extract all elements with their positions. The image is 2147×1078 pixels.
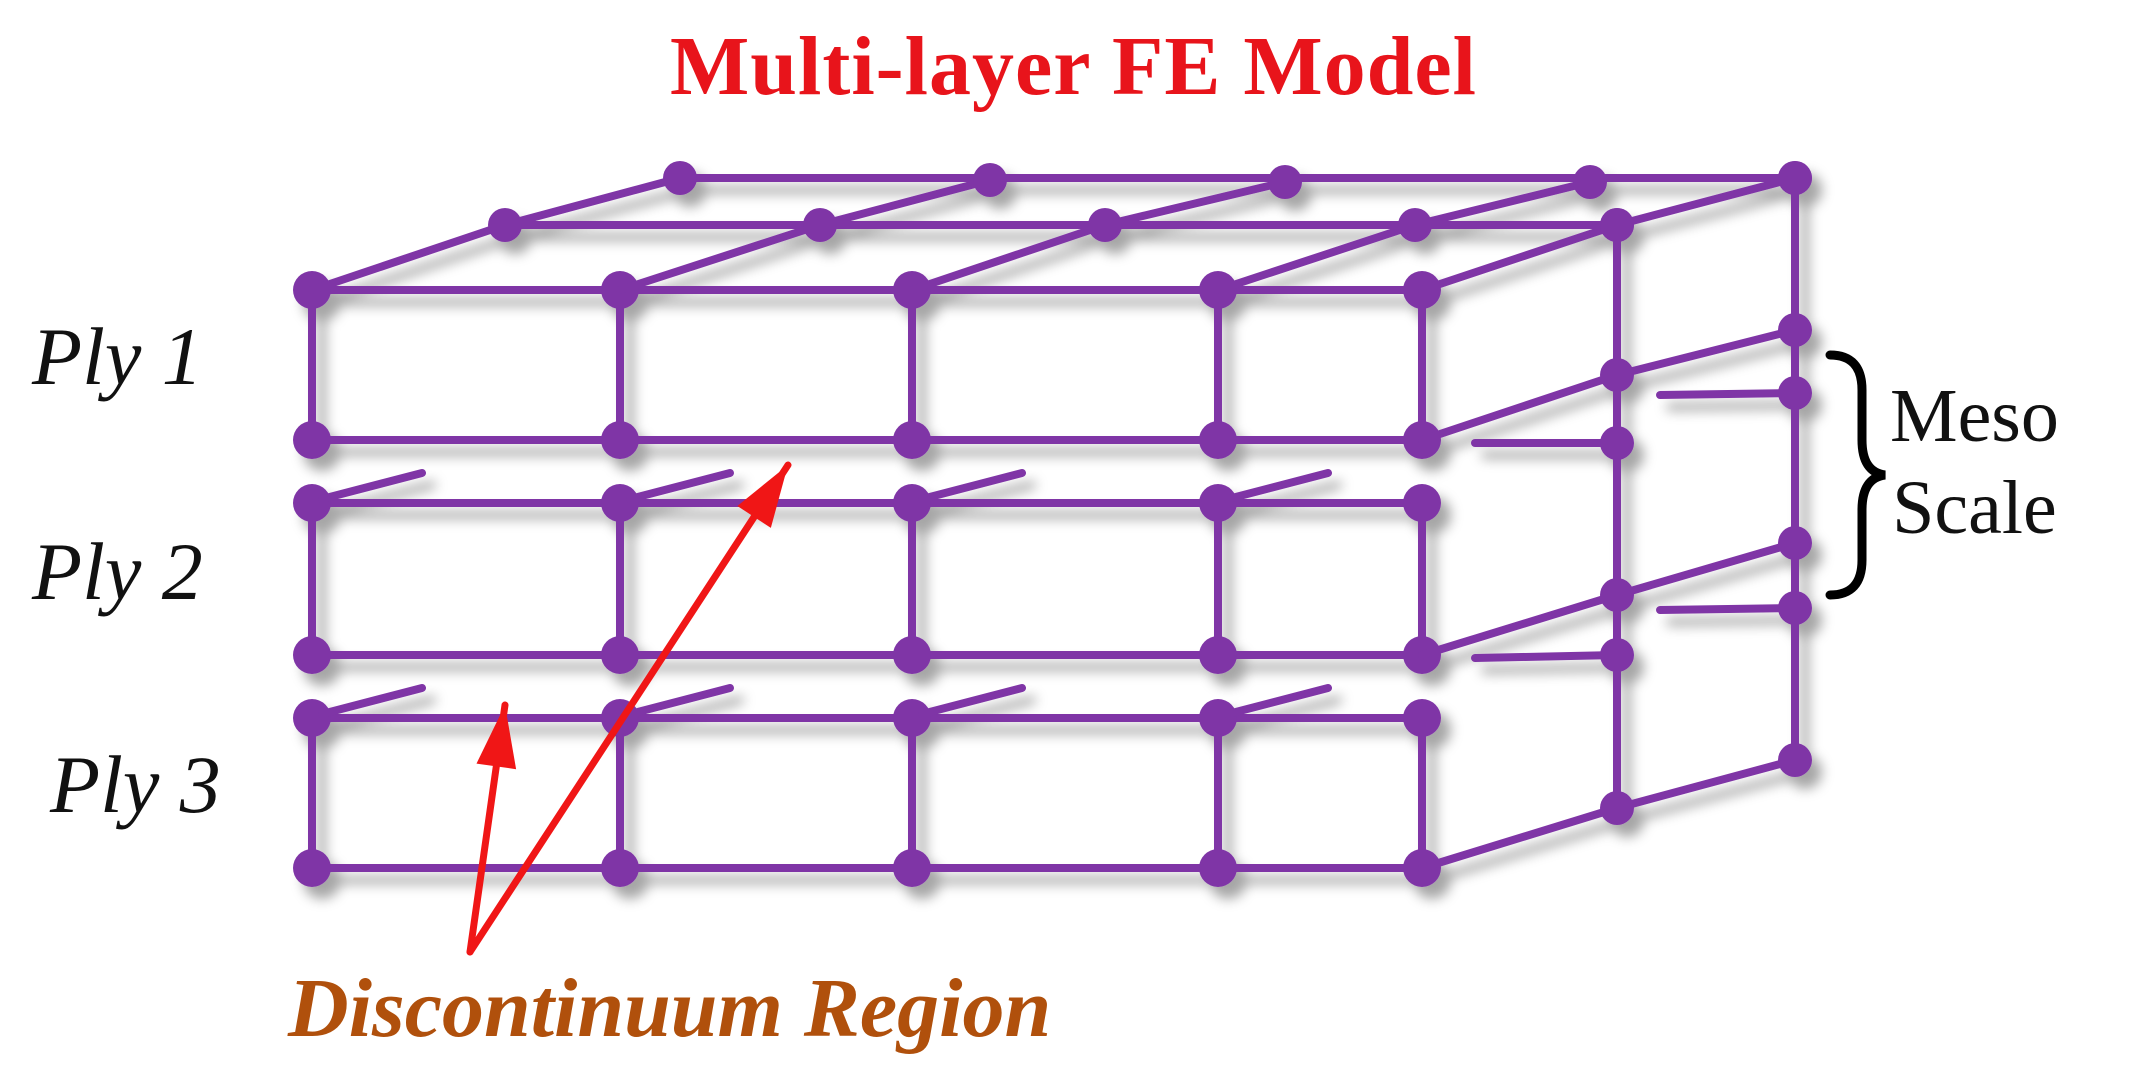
mesh-node: [601, 421, 639, 459]
mesh-node: [601, 849, 639, 887]
interface-stub: [918, 469, 1026, 503]
mesh-node: [1199, 636, 1237, 674]
right-depth-edge: [1613, 539, 1799, 599]
mesh-node: [1268, 165, 1302, 199]
brace-group: [1825, 350, 1886, 600]
mesh-node: [293, 849, 331, 887]
mesh-node: [1600, 638, 1634, 672]
mesh-node: [803, 208, 837, 242]
top-depth-edge: [816, 176, 994, 229]
mesh-node: [893, 421, 931, 459]
meso-label-line1: Meso: [1890, 374, 2059, 458]
ply-1-label: Ply 1: [32, 311, 203, 402]
top-depth-edge: [908, 221, 1109, 294]
top-depth-edge: [501, 174, 684, 229]
mesh-node: [1199, 849, 1237, 887]
mesh-node: [1199, 421, 1237, 459]
top-depth-edge: [1214, 221, 1419, 294]
interface-stub: [318, 469, 426, 503]
ply-2-label: Ply 2: [32, 526, 203, 617]
top-depth-edge: [1613, 174, 1799, 229]
right-depth-edge: [1418, 591, 1621, 659]
mesh-node: [663, 161, 697, 195]
ply-3-label: Ply 3: [50, 739, 221, 830]
mesh-node: [1778, 161, 1812, 195]
mesh-node: [1778, 591, 1812, 625]
right-interface-stub: [1656, 389, 1799, 399]
arrow-group: [466, 461, 792, 956]
mesh-node: [893, 484, 931, 522]
right-interface-stub: [1471, 651, 1621, 662]
mesh-node: [1199, 484, 1237, 522]
mesh-node: [1403, 484, 1441, 522]
mesh-node: [601, 484, 639, 522]
arrow-ply2-head: [737, 465, 788, 528]
mesh-node: [1600, 358, 1634, 392]
mesh-node: [1600, 578, 1634, 612]
diagram-title: Multi-layer FE Model: [670, 20, 1477, 113]
interface-stub: [626, 684, 734, 718]
right-depth-edge: [1613, 756, 1799, 812]
mesh-node: [601, 636, 639, 674]
mesh-node: [1778, 376, 1812, 410]
mesh-node: [1600, 791, 1634, 825]
mesh-node: [893, 636, 931, 674]
mesh-node: [1199, 699, 1237, 737]
mesh-node: [293, 699, 331, 737]
top-depth-edge: [1418, 221, 1621, 294]
mesh-node: [293, 421, 331, 459]
mesh-node: [1600, 208, 1634, 242]
mesh-node: [488, 208, 522, 242]
mesh-group: [293, 161, 1812, 887]
top-depth-edge: [616, 221, 824, 294]
interface-stub: [918, 684, 1026, 718]
top-depth-edge: [308, 221, 509, 294]
meso-scale-label: Meso Scale: [1890, 370, 2059, 554]
mesh-node: [893, 699, 931, 737]
mesh-node: [1088, 208, 1122, 242]
right-depth-edge: [1418, 371, 1621, 444]
meso-scale-brace: [1825, 350, 1886, 600]
interface-stub: [1224, 469, 1332, 503]
mesh-node: [1600, 426, 1634, 460]
interface-stub: [318, 684, 426, 718]
mesh-node: [893, 849, 931, 887]
mesh-node: [1398, 208, 1432, 242]
meso-label-line2: Scale: [1892, 466, 2057, 550]
right-depth-edge: [1613, 326, 1799, 379]
mesh-node: [1403, 699, 1441, 737]
mesh-node: [1573, 165, 1607, 199]
right-depth-edge: [1418, 804, 1621, 872]
right-interface-stub: [1656, 604, 1799, 614]
top-depth-edge: [1411, 178, 1594, 229]
arrow-ply2-shaft: [466, 461, 792, 956]
discontinuum-region-label: Discontinuum Region: [288, 962, 1052, 1055]
mesh-node: [1778, 313, 1812, 347]
mesh-node: [1778, 526, 1812, 560]
mesh-node: [293, 636, 331, 674]
interface-stub: [626, 469, 734, 503]
mesh-node: [973, 163, 1007, 197]
mesh-node: [293, 484, 331, 522]
arrow-ply3-head: [476, 705, 517, 770]
interface-stub: [1224, 684, 1332, 718]
top-depth-edge: [1101, 178, 1289, 229]
mesh-node: [1778, 743, 1812, 777]
